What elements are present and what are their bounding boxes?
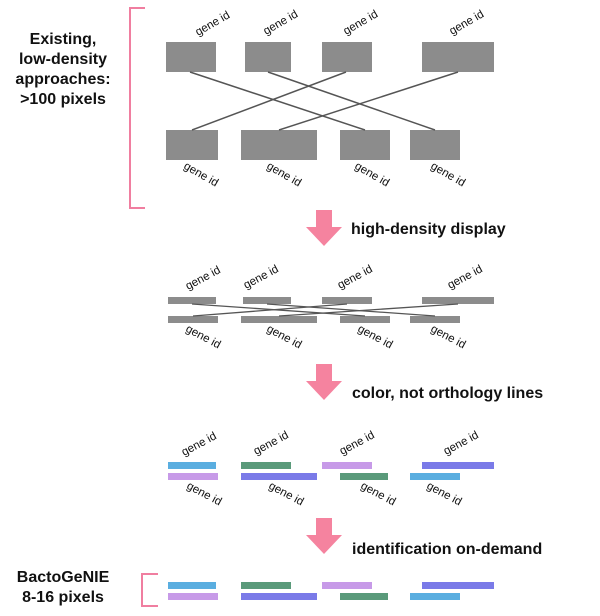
gene-id-label: gene id [429, 160, 468, 189]
colored-genes [168, 462, 494, 480]
high-density-genes [168, 297, 494, 323]
gene-id-label: gene id [185, 480, 224, 508]
gene-block [166, 42, 216, 72]
low-density-gene-labels: gene id gene id gene id gene id gene id … [182, 8, 487, 189]
top-bracket [129, 7, 145, 209]
gene-block [168, 582, 216, 589]
gene-id-label: gene id [182, 160, 221, 189]
orthology-line [191, 303, 366, 317]
gene-id-label: gene id [342, 8, 381, 37]
gene-block [241, 462, 291, 469]
gene-block [168, 316, 218, 323]
orthology-line [266, 303, 436, 317]
low-density-genes [166, 42, 494, 160]
gene-id-label: gene id [359, 480, 398, 508]
gene-id-label: gene id [265, 323, 304, 351]
step-color-label: color, not orthology lines [352, 385, 544, 402]
high-density-gene-labels: gene id gene id gene id gene id gene id … [184, 263, 485, 351]
orthology-line [189, 71, 366, 131]
gene-block [322, 297, 372, 304]
bactogenie-genes [168, 582, 494, 600]
existing-approaches-label: Existing, low-density approaches: >100 p… [0, 30, 126, 110]
existing-line: low-density [18, 51, 107, 68]
gene-block [410, 130, 460, 160]
gene-block [168, 593, 218, 600]
gene-block [422, 297, 494, 304]
existing-line: Existing, [29, 31, 97, 48]
down-arrow-icon [306, 210, 342, 246]
step-high-density-label: high-density display [351, 221, 506, 238]
gene-id-label: gene id [353, 160, 392, 189]
gene-id-label: gene id [338, 429, 377, 457]
gene-block [322, 42, 372, 72]
gene-block [410, 316, 460, 323]
orthology-lines [189, 71, 459, 131]
orthology-line [278, 71, 459, 131]
gene-block [410, 473, 460, 480]
gene-id-label: gene id [448, 8, 487, 37]
existing-line: >100 pixels [20, 91, 106, 108]
gene-block [422, 462, 494, 469]
gene-block [168, 473, 218, 480]
down-arrow-icon [306, 518, 342, 554]
existing-line: approaches: [15, 71, 111, 88]
gene-block [241, 130, 317, 160]
gene-block [340, 130, 390, 160]
gene-block [322, 462, 372, 469]
bactogenie-line: 8-16 pixels [22, 589, 104, 606]
gene-id-label: gene id [265, 160, 304, 189]
bactogenie-line: BactoGeNIE [16, 569, 110, 586]
gene-block [422, 42, 494, 72]
gene-id-label: gene id [242, 263, 281, 291]
orthology-line [278, 303, 459, 317]
gene-block [410, 593, 460, 600]
orthology-line [192, 303, 348, 317]
gene-block [168, 462, 216, 469]
gene-block [166, 130, 218, 160]
gene-id-label: gene id [442, 429, 481, 457]
gene-id-label: gene id [180, 430, 219, 458]
bottom-bracket [141, 573, 158, 607]
gene-id-label: gene id [194, 9, 233, 38]
gene-id-label: gene id [429, 323, 468, 351]
gene-block [241, 473, 317, 480]
orthology-line [191, 71, 347, 131]
gene-block [168, 297, 216, 304]
gene-id-label: gene id [336, 263, 375, 291]
step-identification-label: identification on-demand [352, 541, 543, 558]
bactogenie-label: BactoGeNIE 8-16 pixels [0, 568, 126, 608]
gene-id-label: gene id [252, 429, 291, 457]
gene-id-label: gene id [184, 264, 223, 292]
gene-id-label: gene id [446, 263, 485, 291]
gene-block [340, 593, 388, 600]
gene-block [422, 582, 494, 589]
gene-block [245, 42, 291, 72]
down-arrow-icon [306, 364, 342, 400]
gene-block [241, 582, 291, 589]
orthology-line [267, 71, 436, 131]
gene-block [243, 297, 291, 304]
gene-block [340, 316, 390, 323]
gene-block [241, 316, 317, 323]
gene-block [241, 593, 317, 600]
gene-id-label: gene id [267, 480, 306, 508]
high-density-lines [191, 303, 459, 317]
gene-id-label: gene id [262, 8, 301, 37]
gene-block [322, 582, 372, 589]
gene-id-label: gene id [184, 323, 223, 351]
gene-id-label: gene id [356, 323, 395, 351]
gene-block [340, 473, 388, 480]
gene-id-label: gene id [425, 480, 464, 508]
